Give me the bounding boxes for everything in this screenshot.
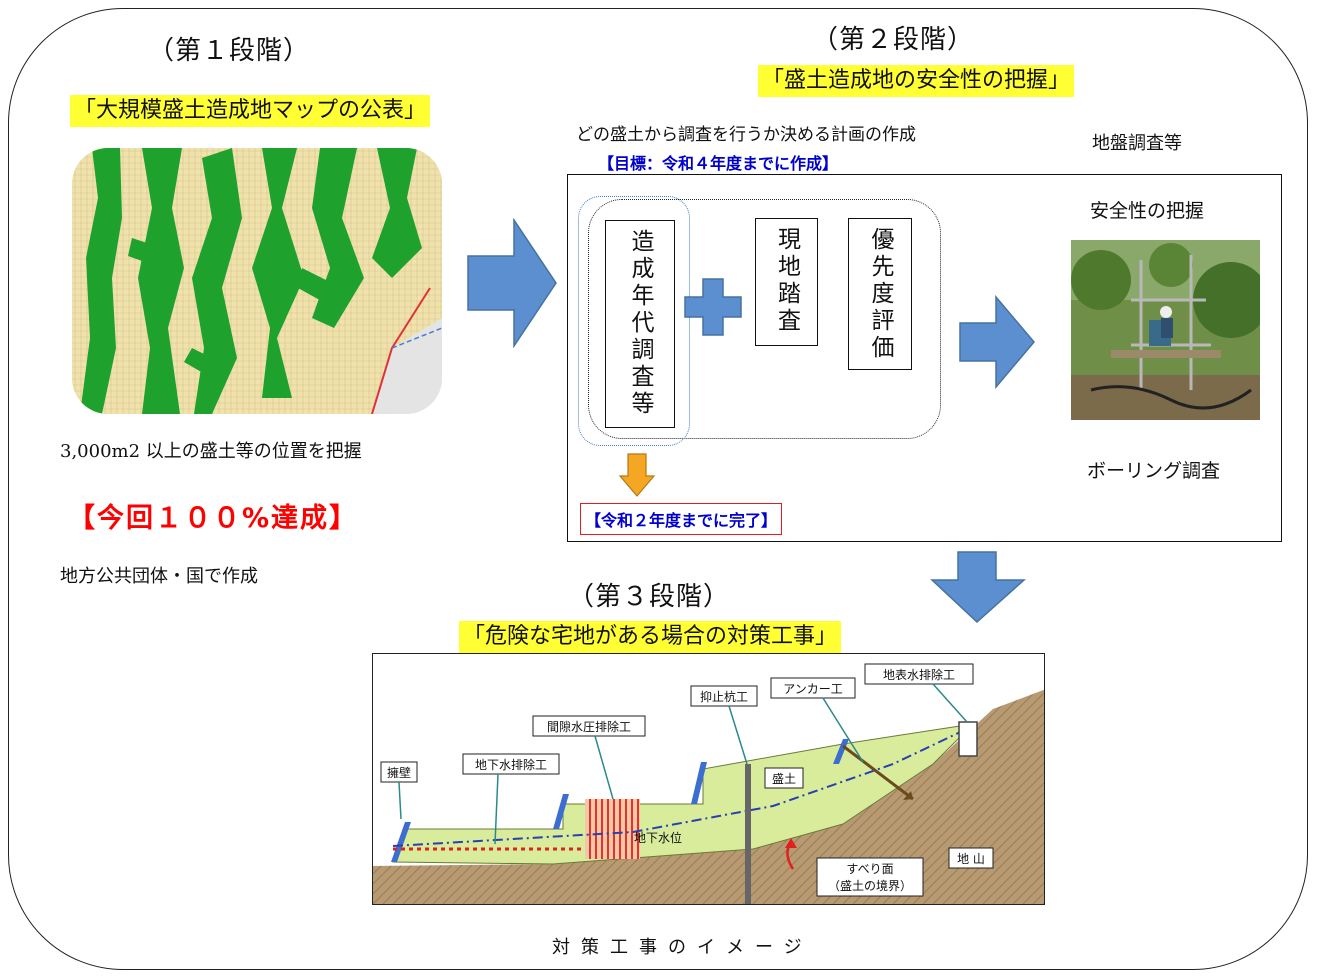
stage2-highlight: 「盛土造成地の安全性の把握」: [758, 65, 1075, 97]
outer-frame: [8, 8, 1308, 970]
stage1-achievement: 【今回１００%達成】: [68, 503, 359, 534]
stage3-highlight: 「危険な宅地がある場合の対策工事」: [459, 621, 842, 653]
box-priority-evaluation: 優先度評価: [848, 218, 912, 370]
stage1-title: （第１段階）: [148, 36, 311, 66]
arrow-to-boring: [959, 295, 1035, 389]
stage3-caption: 対策工事のイメージ: [552, 937, 813, 958]
stage2-completed-highlight: [578, 196, 690, 446]
stage2-title: （第２段階）: [812, 25, 975, 55]
label-slip-surface: すべり面: [846, 862, 893, 876]
stage2-safety: 安全性の把握: [1090, 200, 1205, 222]
landfill-map-image: [72, 148, 442, 414]
arrow-stage1-to-stage2: [467, 218, 557, 348]
stage2-plan-caption: どの盛土から調査を行うか決める計画の作成: [576, 125, 916, 145]
stage1-author-note: 地方公共団体・国で作成: [60, 566, 258, 587]
label-ground: 地 山: [957, 852, 985, 866]
box-site-inspection-label: 現地踏査: [773, 227, 800, 335]
stage3-title: （第３段階）: [568, 582, 731, 612]
label-pile: 抑止杭工: [700, 689, 748, 704]
label-fill: 盛土: [772, 771, 796, 786]
stage2-ground-survey: 地盤調査等: [1092, 133, 1182, 154]
plus-icon: [684, 278, 742, 336]
stage2-dotted-group: [588, 199, 941, 439]
arrow-stage2-to-stage3: [930, 551, 1026, 624]
label-pore-pressure-drain: 間隙水圧排除工: [547, 719, 631, 734]
stage1-map-caption: 3,000m2 以上の盛土等の位置を把握: [60, 441, 362, 462]
label-retaining-wall: 擁壁: [387, 765, 411, 780]
label-surface-drain: 地表水排除工: [883, 667, 955, 682]
stage2-completed: 【令和２年度までに完了】: [580, 503, 783, 535]
label-water-level: 地下水位: [634, 830, 682, 845]
box-priority-evaluation-label: 優先度評価: [867, 227, 893, 362]
stage1-highlight: 「大規模盛土造成地マップの公表」: [70, 95, 431, 127]
stage2-target: 【目標：令和４年度までに作成】: [598, 154, 839, 173]
countermeasure-cross-section: 擁壁 地下水排除工 間隙水圧排除工 抑止杭工 アンカー工 地表水排除工 盛土 地…: [372, 653, 1045, 905]
completed-down-arrow: [618, 453, 656, 497]
boring-survey-photo: [1071, 240, 1260, 420]
box-site-inspection: 現地踏査: [755, 218, 818, 346]
box-age-survey: 造成年代調査等: [605, 220, 675, 428]
label-anchor: アンカー工: [783, 682, 843, 696]
box-age-survey-label: 造成年代調査等: [627, 229, 653, 418]
label-groundwater-drain: 地下水排除工: [475, 757, 547, 772]
stage2-boring: ボーリング調査: [1087, 460, 1221, 482]
stage2-plan-box: [567, 174, 1282, 542]
label-slip-surface-sub: （盛土の境界）: [828, 878, 912, 893]
